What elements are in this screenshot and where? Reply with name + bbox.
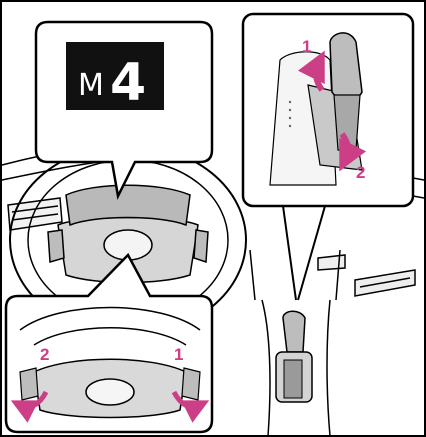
upshift-label: 1 — [302, 37, 311, 56]
downshift-label: 2 — [356, 163, 365, 182]
mode-letter: M — [78, 68, 104, 103]
gear-number: 4 — [110, 53, 146, 113]
right-paddle-label: 1 — [174, 345, 183, 364]
left-paddle-label: 2 — [40, 345, 49, 364]
